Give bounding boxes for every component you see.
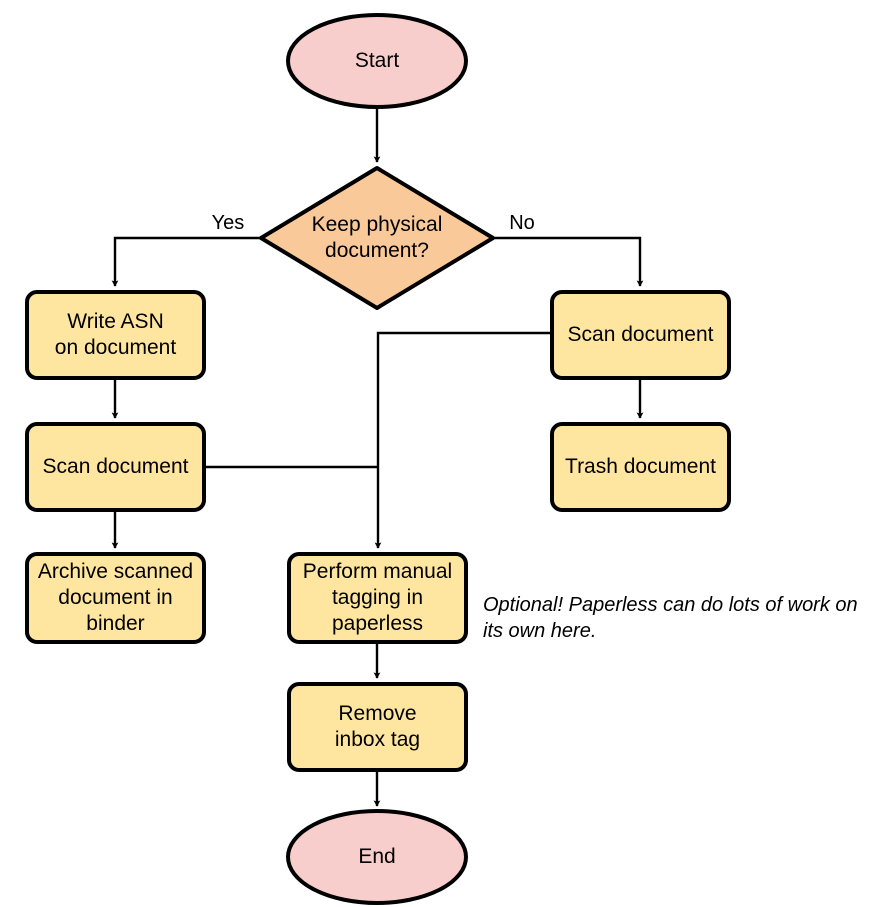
node-label-line: document in bbox=[58, 586, 172, 609]
node-label: Scan document bbox=[568, 323, 714, 346]
node-label: Remove inbox tag bbox=[335, 702, 420, 751]
node-label-line: binder bbox=[86, 612, 144, 635]
node-label-line: paperless bbox=[332, 612, 423, 635]
node-label-line: End bbox=[358, 845, 395, 868]
process-shape bbox=[25, 552, 206, 644]
node-end[interactable]: End bbox=[286, 809, 468, 905]
edge-path bbox=[374, 331, 552, 549]
node-label-line: Start bbox=[355, 49, 400, 72]
node-label-line: on document bbox=[55, 336, 177, 359]
annotation-line: Optional! Paperless can do lots of work … bbox=[483, 594, 858, 616]
node-label-line: tagging in bbox=[332, 586, 423, 609]
node-label: Start bbox=[355, 49, 400, 72]
annotations-layer: Optional! Paperless can do lots of work … bbox=[483, 594, 858, 642]
edge-label-no: No bbox=[509, 212, 535, 234]
node-label: Archive scanned document in binder bbox=[38, 560, 193, 635]
process-shape bbox=[25, 422, 206, 512]
node-start[interactable]: Start bbox=[286, 13, 468, 109]
edge-path bbox=[111, 236, 261, 287]
node-label-line: Remove bbox=[338, 702, 416, 725]
node-label-line: Trash document bbox=[565, 455, 716, 478]
process-shape bbox=[287, 682, 468, 772]
node-trash-document[interactable]: Trash document bbox=[550, 422, 731, 512]
node-write-asn-on-document[interactable]: Write ASN on document bbox=[25, 290, 206, 380]
node-label: End bbox=[358, 845, 395, 868]
node-scan-document-right[interactable]: Scan document bbox=[550, 290, 731, 380]
node-label-line: Archive scanned bbox=[38, 560, 193, 583]
node-label-line: Write ASN bbox=[67, 310, 163, 333]
edge-path bbox=[493, 236, 644, 287]
node-keep-physical-document[interactable]: Keep physical document? bbox=[259, 166, 495, 310]
edge-label-yes: Yes bbox=[212, 212, 245, 234]
node-label-line: Scan document bbox=[568, 323, 714, 346]
edge-decision-yes-to-write-asn: Yes bbox=[111, 212, 261, 287]
process-shape bbox=[25, 290, 206, 380]
process-shape bbox=[550, 422, 731, 512]
terminator-shape bbox=[286, 809, 468, 905]
edge-scan-right-to-tagging bbox=[374, 331, 552, 549]
node-label: Perform manual tagging in paperless bbox=[303, 560, 452, 635]
node-label: Keep physical document? bbox=[312, 213, 443, 262]
node-perform-manual-tagging-in-paperless[interactable]: Perform manual tagging in paperless bbox=[287, 552, 468, 644]
process-shape bbox=[287, 552, 468, 644]
annotation-line: its own here. bbox=[483, 620, 596, 642]
node-label-line: Scan document bbox=[43, 455, 189, 478]
node-label-line: document? bbox=[325, 239, 429, 262]
edge-decision-no-to-scan-right: No bbox=[493, 212, 644, 287]
node-label: Write ASN on document bbox=[55, 310, 177, 359]
decision-shape bbox=[259, 166, 495, 310]
edges-layer: Yes No bbox=[111, 107, 644, 807]
terminator-shape bbox=[286, 13, 468, 109]
node-remove-inbox-tag[interactable]: Remove inbox tag bbox=[287, 682, 468, 772]
node-label: Trash document bbox=[565, 455, 716, 478]
node-scan-document-left[interactable]: Scan document bbox=[25, 422, 206, 512]
node-archive-scanned-document-in-binder[interactable]: Archive scanned document in binder bbox=[25, 552, 206, 644]
node-label-line: inbox tag bbox=[335, 728, 420, 751]
node-label-line: Perform manual bbox=[303, 560, 452, 583]
process-shape bbox=[550, 290, 731, 380]
annotation-optional-note: Optional! Paperless can do lots of work … bbox=[483, 594, 858, 642]
node-label: Scan document bbox=[43, 455, 189, 478]
node-label-line: Keep physical bbox=[312, 213, 443, 236]
